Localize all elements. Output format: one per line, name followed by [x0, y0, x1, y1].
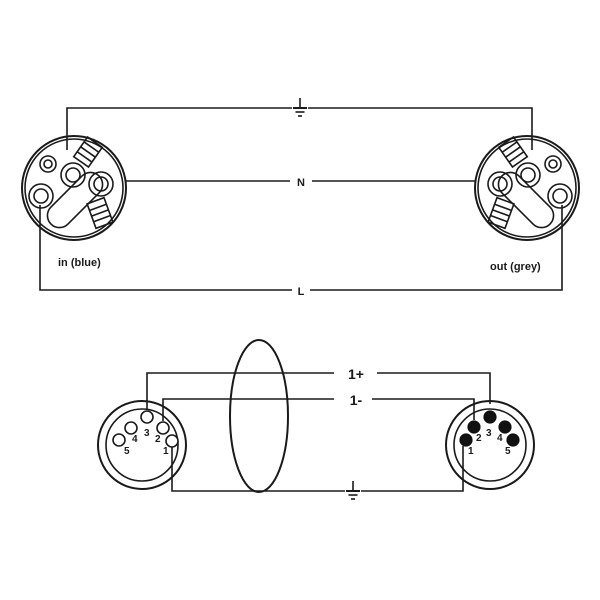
left-pin-label-4: 4 [132, 434, 138, 445]
negative-wire: 1- [162, 392, 475, 421]
right-speaker-connector [474, 135, 580, 241]
top-neutral-label: N [297, 177, 305, 189]
right-pin-label-4: 4 [497, 433, 503, 444]
top-cable-diagram: N L [21, 98, 580, 298]
left-pin-5 [112, 433, 126, 447]
left-pin-label-2: 2 [155, 434, 161, 445]
left-pin-1 [165, 434, 179, 448]
right-pin-4 [498, 420, 512, 434]
right-5pin-connector: 1 2 3 4 5 [445, 400, 535, 490]
right-pin-label-2: 2 [476, 433, 482, 444]
cable-shield [229, 339, 289, 493]
right-pin-2 [467, 420, 481, 434]
left-pin-label-5: 5 [124, 446, 130, 457]
right-pin-label-5: 5 [505, 446, 511, 457]
left-pin-4 [124, 421, 138, 435]
top-ground-symbol [293, 98, 307, 117]
top-ground-wire [66, 98, 533, 150]
positive-wire: 1+ [146, 366, 491, 410]
right-pin-3 [483, 410, 497, 424]
positive-label: 1+ [348, 366, 364, 382]
right-pin-1 [459, 433, 473, 447]
left-pin-3 [140, 410, 154, 424]
left-pin-2 [156, 421, 170, 435]
bottom-ground-symbol [346, 481, 360, 500]
bottom-cable-diagram: 1+ 1- 1 [97, 339, 535, 500]
right-pin-label-1: 1 [468, 446, 474, 457]
left-5pin-connector: 1 2 3 4 5 [97, 400, 187, 490]
left-pin-label-3: 3 [144, 428, 150, 439]
left-connector-caption: in (blue) [58, 257, 101, 269]
right-pin-label-3: 3 [486, 428, 492, 439]
negative-label: 1- [350, 392, 363, 408]
bottom-ground-wire [171, 446, 464, 500]
top-neutral-wire: N [125, 177, 475, 189]
left-pin-label-1: 1 [163, 446, 169, 457]
top-live-wire: L [39, 205, 563, 298]
left-speaker-connector [21, 135, 127, 241]
top-live-label: L [298, 286, 305, 298]
right-pin-5 [506, 433, 520, 447]
right-connector-caption: out (grey) [490, 261, 541, 273]
